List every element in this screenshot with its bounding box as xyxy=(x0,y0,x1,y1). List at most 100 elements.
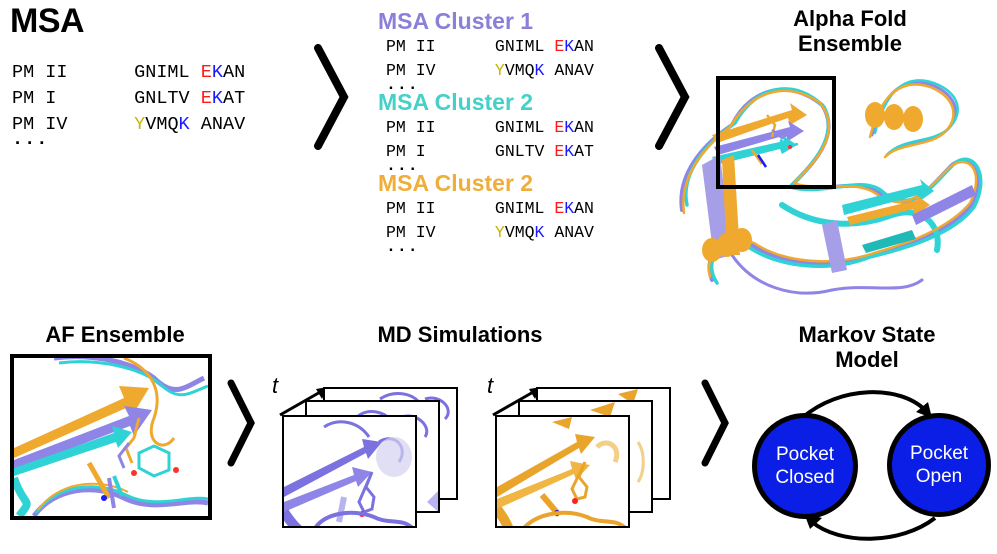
af-ensemble-title: AF Ensemble xyxy=(45,322,185,347)
transition-arrow-open-to-closed xyxy=(810,516,937,541)
helix-orange-bottom xyxy=(702,228,752,262)
highlighted-residue: Y xyxy=(494,61,505,80)
pocket-highlight-box xyxy=(716,76,836,189)
sequence-name: PM IV xyxy=(12,114,135,135)
highlighted-residue: K xyxy=(211,88,223,109)
residue-segment: ANAV xyxy=(544,61,594,80)
residue-segment: ANAV xyxy=(189,114,246,135)
msm-title-line1: Markov State xyxy=(798,322,936,347)
msm-transition-arrows xyxy=(800,390,937,541)
chevron-right-icon xyxy=(227,379,255,467)
more-sequences-ellipsis: ... xyxy=(386,156,419,175)
beta-strand-cyan xyxy=(14,426,132,476)
highlighted-residue: K xyxy=(534,223,545,242)
loop-bottom xyxy=(34,485,208,514)
alignment-row: PM II GNIML EKAN xyxy=(386,197,638,221)
sequence-residues: GNLTV EKAT xyxy=(134,88,245,109)
residue-segment: GNIML xyxy=(494,37,555,56)
beta-strand-lavender xyxy=(912,185,976,225)
highlighted-residue: E xyxy=(554,118,565,137)
highlighted-residue: E xyxy=(200,62,212,83)
state-label-line1: Pocket xyxy=(775,444,835,465)
residue-segment: AN xyxy=(222,62,246,83)
sequence-residues: GNIML EKAN xyxy=(134,62,245,83)
alignment-row: PM II GNIML EKAN xyxy=(386,116,638,140)
residue-segment: AT xyxy=(222,88,246,109)
sequence-residues: GNIML EKAN xyxy=(495,37,594,56)
residue-segment: VMQ xyxy=(504,61,535,80)
more-sequences-ellipsis: ... xyxy=(12,129,49,150)
highlighted-residue: E xyxy=(554,199,565,218)
protein-loop-orange xyxy=(868,83,955,159)
loop-bottom xyxy=(31,487,208,516)
sequence-name: PM IV xyxy=(386,223,495,242)
alignment-row: PM II GNIML EKAN xyxy=(12,60,245,86)
time-axis-label: t xyxy=(487,373,494,398)
chevron-right-icon xyxy=(314,44,349,150)
time-axis-label: t xyxy=(272,373,279,398)
highlighted-residue: Y xyxy=(134,114,146,135)
beta-strand-orange xyxy=(712,103,807,143)
highlighted-residue: K xyxy=(178,114,190,135)
sequence-residues: YVMQK ANAV xyxy=(495,223,594,242)
loop-cyan xyxy=(14,476,31,516)
alignment-row: PM I GNLTV EKAT xyxy=(12,86,245,112)
cluster-title: MSA Cluster 2 xyxy=(378,170,534,196)
beta-strand-lavender xyxy=(714,121,804,155)
highlighted-residue: E xyxy=(554,37,565,56)
residue-segment: AN xyxy=(574,37,594,56)
beta-strand-lavender xyxy=(822,220,847,273)
highlighted-residue: Y xyxy=(494,223,505,242)
helix-orange-top xyxy=(865,102,923,132)
highlighted-residue: K xyxy=(564,199,575,218)
sequence-name: PM I xyxy=(386,142,495,161)
md-stack-cluster-3: t xyxy=(483,373,673,545)
alignment-row: PM IV YVMQK ANAV xyxy=(386,59,638,83)
tyrosine-side-chains xyxy=(86,417,179,509)
transition-arrow-closed-to-open xyxy=(800,390,927,420)
cluster-title: MSA Cluster 2 xyxy=(378,89,534,115)
residue-segment: AN xyxy=(574,118,594,137)
alphafold-title: Alpha Fold Ensemble xyxy=(730,6,970,56)
chevron-right-icon xyxy=(701,379,729,467)
highlighted-residue: K xyxy=(534,61,545,80)
residue-segment: GNIML xyxy=(134,62,201,83)
alignment-row: PM II GNIML EKAN xyxy=(386,35,638,59)
msm-title-line2: Model xyxy=(835,347,899,372)
msm-title: Markov State Model xyxy=(752,322,982,372)
residue-segment: ANAV xyxy=(544,223,594,242)
msa-title: MSA xyxy=(10,2,85,40)
sequence-name: PM IV xyxy=(386,61,495,80)
sequence-name: PM II xyxy=(386,118,495,137)
sequence-residues: GNIML EKAN xyxy=(495,118,594,137)
sequence-residues: YVMQK ANAV xyxy=(495,61,594,80)
md-simulations-title: MD Simulations xyxy=(377,322,543,347)
state-label-line2: Closed xyxy=(775,467,835,488)
highlighted-residue: K xyxy=(564,118,575,137)
sequence-name: PM I xyxy=(12,88,135,109)
loop-orange xyxy=(123,358,176,447)
alphafold-title-line1: Alpha Fold xyxy=(793,6,907,31)
sequence-residues: GNLTV EKAT xyxy=(495,142,594,161)
state-label-line1: Pocket xyxy=(909,443,969,464)
residue-segment: VMQ xyxy=(145,114,179,135)
alphafold-structure-ensemble xyxy=(679,76,983,295)
md-frame-front xyxy=(282,415,417,528)
beta-strand-lavender xyxy=(14,406,152,470)
more-sequences-ellipsis: ... xyxy=(386,237,419,256)
highlighted-residue: K xyxy=(564,142,575,161)
residue-segment: VMQ xyxy=(504,223,535,242)
beta-strand-orange xyxy=(847,194,930,225)
chevron-right-icon xyxy=(655,44,690,150)
alignment-row: PM IV YVMQK ANAV xyxy=(386,221,638,245)
highlighted-residue: E xyxy=(200,88,212,109)
highlighted-residue: K xyxy=(211,62,223,83)
residue-segment: GNIML xyxy=(494,199,555,218)
cluster-title: MSA Cluster 1 xyxy=(378,8,534,34)
sequence-residues: GNIML EKAN xyxy=(495,199,594,218)
